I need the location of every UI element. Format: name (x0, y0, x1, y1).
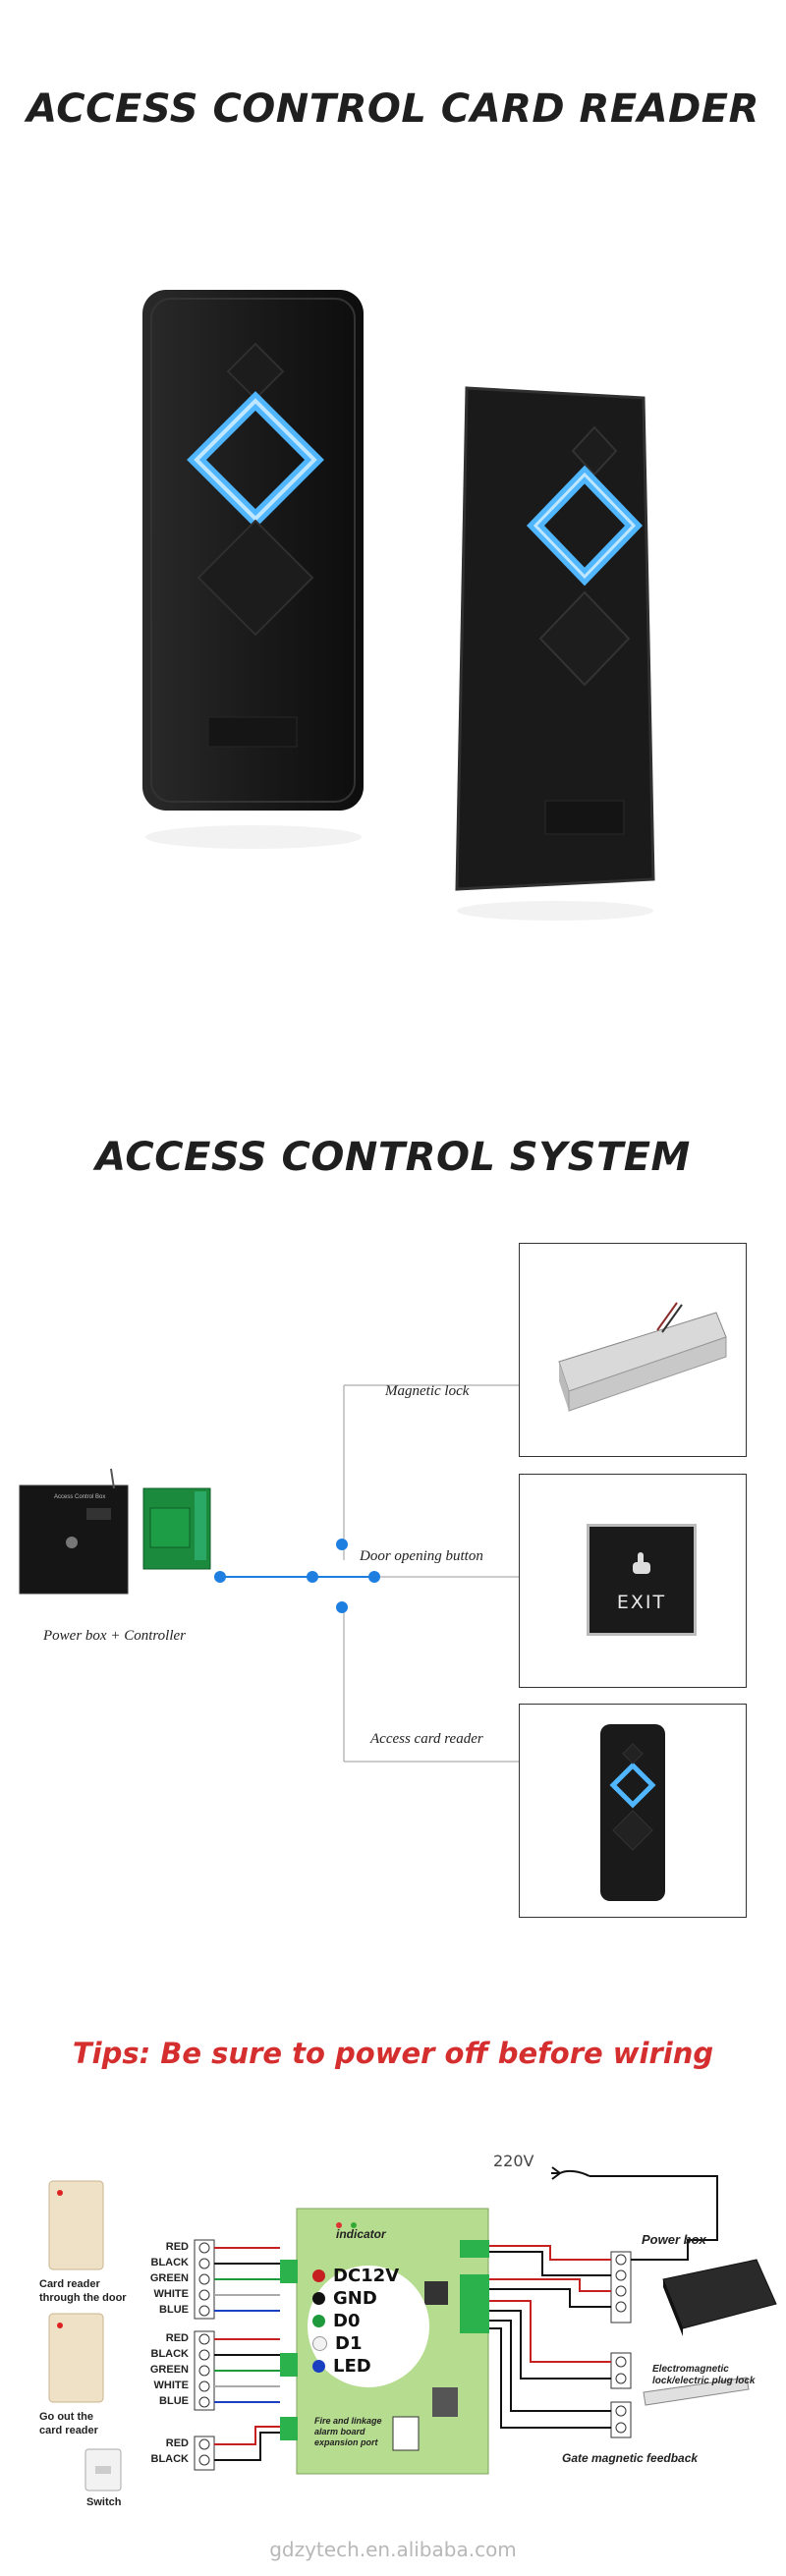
exit-button-image: EXIT (587, 1524, 697, 1636)
expansion-port-label: Fire and linkage alarm board expansion p… (314, 2416, 382, 2447)
magnetic-lock-icon (558, 1302, 727, 1412)
power-box-controller-image (18, 1454, 214, 1611)
wire-label-switch-red: RED (165, 2437, 189, 2449)
controller-box-text: Access Control Box (54, 1494, 106, 1500)
wire-label-switch-black: BLACK (150, 2453, 190, 2465)
junction-dot-bottom (336, 1601, 348, 1613)
device-label-card-reader: Access card reader (370, 1731, 483, 1747)
legend-item-d0: D0 (312, 2310, 399, 2332)
card-reader-angled-image (447, 368, 663, 924)
reader-out-label: Go out the card reader (39, 2411, 98, 2436)
reader-in-label: Card reader through the door (39, 2278, 127, 2304)
wire-label-out-blue: BLUE (159, 2395, 189, 2407)
junction-dot-left (214, 1571, 226, 1583)
switch-label: Switch (86, 2496, 122, 2508)
device-label-door-button: Door opening button (360, 1548, 483, 1564)
feedback-label: Gate magnetic feedback (562, 2451, 699, 2465)
voltage-label: 220V (493, 2152, 534, 2170)
wire-label-in-blue: BLUE (159, 2304, 189, 2316)
legend-item-gnd: GND (312, 2287, 399, 2310)
card-reader-icon (600, 1724, 665, 1901)
legend-item-led: LED (312, 2355, 399, 2378)
lock-label: Electromagnetic lock/electric plug lock (652, 2364, 756, 2386)
device-box-exit-button: EXIT (519, 1474, 747, 1688)
wiring-diagram (48, 2166, 777, 2492)
system-connector-lines (220, 1384, 519, 1763)
device-box-card-reader (519, 1704, 747, 1918)
page-title-card-reader: ACCESS CONTROL CARD READER (27, 86, 759, 132)
tips-warning: Tips: Be sure to power off before wiring (72, 2037, 714, 2070)
wire-label-in-red: RED (165, 2241, 189, 2253)
wire-label-out-red: RED (165, 2332, 189, 2344)
legend-item-dc12v: DC12V (312, 2265, 399, 2287)
card-reader-front-image (138, 285, 373, 860)
exit-button-text: EXIT (616, 1592, 667, 1613)
legend-item-d1: D1 (312, 2332, 399, 2355)
indicator-label: indicator (336, 2227, 386, 2241)
page-title-system: ACCESS CONTROL SYSTEM (95, 1135, 691, 1180)
wire-label-out-green: GREEN (149, 2364, 189, 2376)
device-box-magnetic-lock (519, 1243, 747, 1457)
junction-dot-top (336, 1539, 348, 1550)
signal-legend: DC12V GND D0 D1 LED (312, 2265, 399, 2378)
device-label-magnetic-lock: Magnetic lock (385, 1383, 470, 1399)
touch-hand-icon (633, 1552, 650, 1574)
wire-label-out-black: BLACK (150, 2348, 190, 2360)
wire-label-in-white: WHITE (153, 2288, 189, 2300)
junction-dot-center (307, 1571, 318, 1583)
controller-label: Power box + Controller (43, 1628, 186, 1644)
wire-label-in-black: BLACK (150, 2257, 190, 2268)
junction-dot-right (368, 1571, 380, 1583)
wire-label-out-white: WHITE (153, 2380, 189, 2391)
power-box-label: Power box (642, 2232, 706, 2247)
wire-label-in-green: GREEN (149, 2272, 189, 2284)
watermark: gdzytech.en.alibaba.com (269, 2538, 517, 2561)
